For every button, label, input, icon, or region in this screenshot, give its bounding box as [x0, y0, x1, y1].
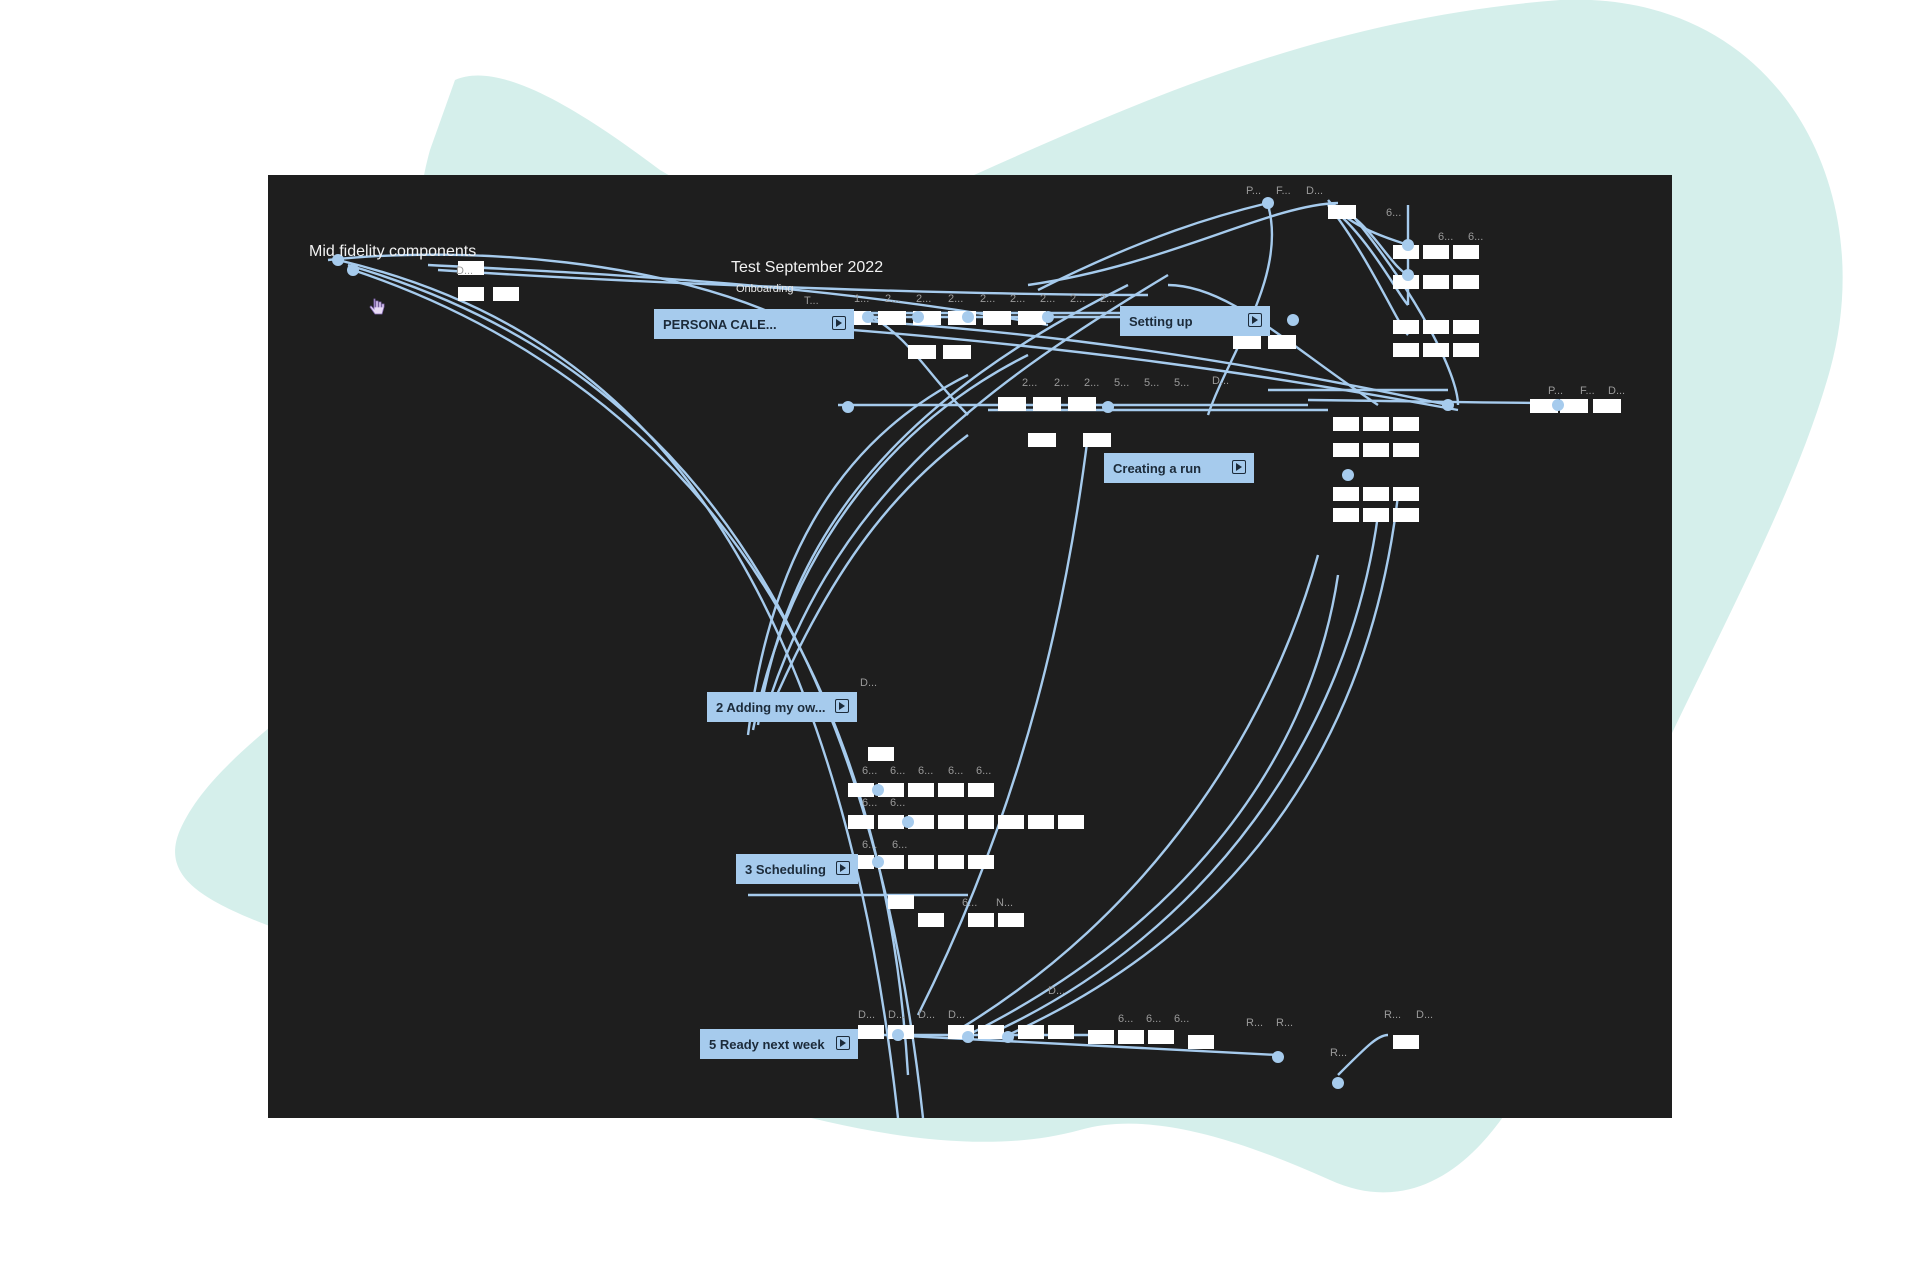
frame-label: 6...	[1468, 231, 1484, 243]
flow-persona-calendar[interactable]: PERSONA CALE...	[654, 309, 854, 339]
flow-ready-next-week[interactable]: 5 Ready next week	[700, 1029, 858, 1059]
frame-label: 2...	[916, 293, 932, 305]
flow-adding-my-own-label: 2 Adding my ow...	[716, 699, 826, 715]
frame-label: 6...	[862, 839, 878, 851]
frame-label: 6...	[1174, 1013, 1190, 1025]
frame-label: 2...	[1084, 377, 1100, 389]
frame-label: 6...	[890, 797, 906, 809]
flow-adding-my-own[interactable]: 2 Adding my ow...	[707, 692, 857, 722]
frame-label: D...	[1306, 185, 1324, 197]
frame-label: 6...	[892, 839, 908, 851]
frame-label: 2...	[980, 293, 996, 305]
frame-label: D...	[858, 1009, 876, 1021]
flow-creating-a-run[interactable]: Creating a run	[1104, 453, 1254, 483]
frame-label: N...	[996, 897, 1014, 909]
play-icon[interactable]	[1232, 460, 1246, 474]
frame-label: T...	[804, 295, 819, 307]
frame-label: R...	[1330, 1047, 1348, 1059]
frame-label: F...	[1580, 385, 1595, 397]
flow-ready-next-week-label: 5 Ready next week	[709, 1036, 825, 1052]
frame-label: 2...	[948, 293, 964, 305]
frame-label: R...	[1276, 1017, 1294, 1029]
frame-label: D...	[1212, 375, 1230, 387]
frame-label: 6...	[890, 765, 906, 777]
frame-label: 6...	[976, 765, 992, 777]
flow-setting-up[interactable]: Setting up	[1120, 306, 1270, 336]
frame-label: 5...	[1144, 377, 1160, 389]
frame-label: 6...	[918, 765, 934, 777]
flow-scheduling-label: 3 Scheduling	[745, 861, 826, 877]
frame-label: 2...	[885, 293, 901, 305]
frame-label: P...	[1246, 185, 1262, 197]
frame-label: 6...	[862, 765, 878, 777]
flow-scheduling[interactable]: 3 Scheduling	[736, 854, 858, 884]
play-icon[interactable]	[1248, 313, 1262, 327]
frame-label: 6...	[1146, 1013, 1162, 1025]
frame-label: D...	[456, 265, 474, 277]
prototype-connections	[327, 197, 1621, 1118]
frame-label: D...	[948, 1009, 966, 1021]
frame-label: 6...	[1438, 231, 1454, 243]
frame-label: F...	[1276, 185, 1291, 197]
frame-label: D...	[918, 1009, 936, 1021]
hand-cursor-icon	[369, 298, 385, 315]
frame-label: D...	[888, 1009, 906, 1021]
play-icon[interactable]	[832, 316, 846, 330]
play-icon[interactable]	[835, 699, 849, 713]
frame-label: 2...	[1010, 293, 1026, 305]
flow-setting-up-label: Setting up	[1129, 313, 1193, 329]
frame-label: D...	[1416, 1009, 1434, 1021]
frame-label: 6...	[962, 897, 978, 909]
frame-label: 6...	[1386, 207, 1402, 219]
frame-label: 2...	[1040, 293, 1056, 305]
play-icon[interactable]	[836, 861, 850, 875]
section-title-test: Test September 2022	[731, 259, 884, 276]
frame-label: 6...	[948, 765, 964, 777]
frame-label: 5...	[1114, 377, 1130, 389]
frame-label: 2...	[1100, 293, 1116, 305]
frame-label: P...	[1548, 385, 1564, 397]
frame-label: R...	[1384, 1009, 1402, 1021]
flow-creating-a-run-label: Creating a run	[1113, 460, 1202, 476]
frame-label: 1...	[854, 293, 870, 305]
frame-label: R...	[1246, 1017, 1264, 1029]
frame-label: 2...	[1022, 377, 1038, 389]
frame-label: D...	[1608, 385, 1626, 397]
section-title-mid-fidelity: Mid fidelity components	[309, 243, 477, 260]
play-icon[interactable]	[836, 1036, 850, 1050]
frame-label: D...	[1048, 985, 1066, 997]
flow-persona-calendar-label: PERSONA CALE...	[663, 316, 777, 332]
frame-label: 6...	[1118, 1013, 1134, 1025]
prototype-canvas[interactable]: Mid fidelity components Test September 2…	[268, 175, 1672, 1118]
frame-label: 5...	[1174, 377, 1190, 389]
section-subtitle-onboarding: Onboarding	[736, 283, 794, 295]
frame-label: D...	[860, 677, 878, 689]
frame-label: 6...	[862, 797, 878, 809]
frame-label: 2...	[1070, 293, 1086, 305]
frame-label: 2...	[1054, 377, 1070, 389]
